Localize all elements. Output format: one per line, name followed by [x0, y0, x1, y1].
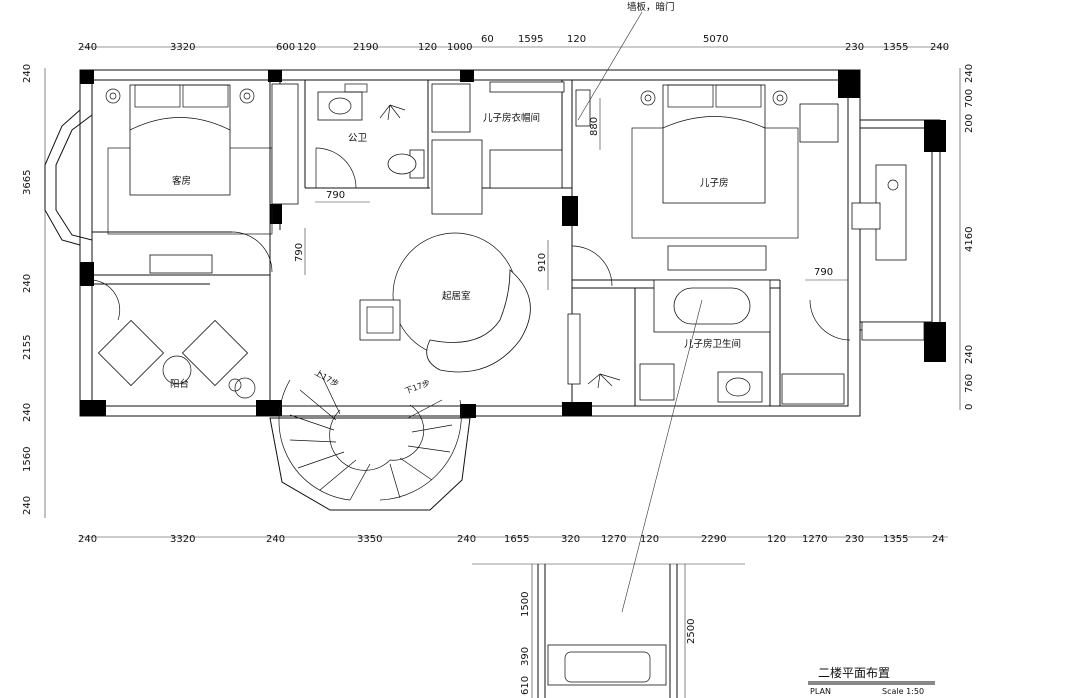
- dim-top-9: 120: [567, 34, 586, 45]
- dim-top-5: 120: [418, 42, 437, 53]
- leader-line-bath: [621, 299, 703, 613]
- drawing-title: 二楼平面布置: [818, 665, 890, 680]
- dim-left-5: 1560: [22, 447, 33, 472]
- dim-790-c: 790: [814, 267, 833, 278]
- dim-top-3: 120: [297, 42, 316, 53]
- son-bed: [575, 84, 907, 261]
- dim-left-4: 240: [22, 403, 33, 422]
- room-label-son-bath: 儿子房卫生间: [684, 338, 741, 350]
- dim-bottom-8: 120: [640, 534, 659, 545]
- bath-detail-section: 1500 390 610 2500: [472, 563, 745, 698]
- dim-880: 880: [589, 117, 600, 136]
- dim-bottom-14: 24: [932, 534, 945, 545]
- dim-bottom-12: 230: [845, 534, 864, 545]
- right-dimensions: 240 700 200 4160 240 760 0: [964, 64, 975, 410]
- dim-left-2: 240: [22, 274, 33, 293]
- room-label-closet: 儿子房衣帽间: [483, 112, 540, 124]
- room-label-son: 儿子房: [700, 177, 729, 189]
- guest-dresser: [149, 254, 213, 274]
- dim-top-7: 60: [481, 34, 494, 45]
- dim-bottom-4: 240: [457, 534, 476, 545]
- dim-bottom-9: 2290: [701, 534, 726, 545]
- dim-bottom-0: 240: [78, 534, 97, 545]
- dim-left-1: 3665: [22, 170, 33, 195]
- dim-390: 390: [520, 647, 531, 666]
- dim-right-6: 0: [964, 404, 975, 410]
- dim-top-6: 1000: [447, 42, 472, 53]
- room-label-guest: 客房: [172, 175, 191, 187]
- dim-left-0: 240: [22, 64, 33, 83]
- living-room-sofa: [359, 232, 531, 373]
- dim-top-2: 600: [276, 42, 295, 53]
- dim-bottom-13: 1355: [883, 534, 908, 545]
- dim-top-0: 240: [78, 42, 97, 53]
- dim-right-5: 760: [964, 374, 975, 393]
- dim-790-a: 790: [326, 190, 345, 201]
- dim-left-6: 240: [22, 496, 33, 515]
- dim-bottom-11: 1270: [802, 534, 827, 545]
- room-label-public-wc: 公卫: [348, 133, 368, 144]
- spiral-stair: [269, 371, 471, 511]
- inner-dimensions: 790 790 790 910 880: [294, 98, 848, 290]
- dim-2500: 2500: [686, 619, 697, 644]
- balcony-furniture: [97, 319, 256, 399]
- title-block: 二楼平面布置 PLAN Scale 1:50: [808, 665, 935, 696]
- guest-wardrobe: [271, 83, 299, 205]
- dim-bottom-6: 320: [561, 534, 580, 545]
- closet-fixtures: [431, 81, 565, 215]
- dim-bottom-7: 1270: [601, 534, 626, 545]
- room-label-balcony: 阳台: [170, 378, 189, 390]
- dim-right-4: 240: [964, 345, 975, 364]
- stair-down-label: 下17步: [404, 378, 432, 395]
- guest-bed: [105, 84, 273, 235]
- dim-right-0: 240: [964, 64, 975, 83]
- dim-top-4: 2190: [353, 42, 378, 53]
- dim-top-11: 230: [845, 42, 864, 53]
- dim-bottom-1: 3320: [170, 534, 195, 545]
- drawing-plan-label: PLAN: [810, 687, 831, 696]
- structural-columns: [80, 70, 946, 418]
- dim-right-1: 700: [964, 89, 975, 108]
- dim-910: 910: [537, 253, 548, 272]
- leader-line-top: [577, 11, 643, 121]
- dim-top-1: 3320: [170, 42, 195, 53]
- dim-right-2: 200: [964, 114, 975, 133]
- dim-bottom-10: 120: [767, 534, 786, 545]
- doors: [91, 231, 851, 341]
- annotation-wall-panel: 墙板，暗门: [627, 1, 675, 13]
- dimension-lines: [44, 46, 961, 538]
- public-wc-fixtures: [317, 83, 425, 179]
- dim-bottom-2: 240: [266, 534, 285, 545]
- dim-bottom-5: 1655: [504, 534, 529, 545]
- bottom-dimensions: 240 3320 240 3350 240 1655 320 1270 120 …: [78, 534, 945, 545]
- top-dimensions: 240 3320 600 120 2190 120 1000 60 1595 1…: [78, 34, 949, 53]
- dim-right-3: 4160: [964, 227, 975, 252]
- dim-top-13: 240: [930, 42, 949, 53]
- dim-610: 610: [520, 676, 531, 695]
- dim-top-10: 5070: [703, 34, 728, 45]
- dim-left-3: 2155: [22, 335, 33, 360]
- dim-790-b: 790: [294, 243, 305, 262]
- drawing-scale: Scale 1:50: [882, 687, 924, 696]
- dim-top-8: 1595: [518, 34, 543, 45]
- dim-1500: 1500: [520, 592, 531, 617]
- dim-top-12: 1355: [883, 42, 908, 53]
- room-label-living: 起居室: [442, 290, 471, 302]
- dim-bottom-3: 3350: [357, 534, 382, 545]
- son-bath-fixtures: [567, 245, 925, 405]
- left-dimensions: 240 3665 240 2155 240 1560 240: [22, 64, 33, 515]
